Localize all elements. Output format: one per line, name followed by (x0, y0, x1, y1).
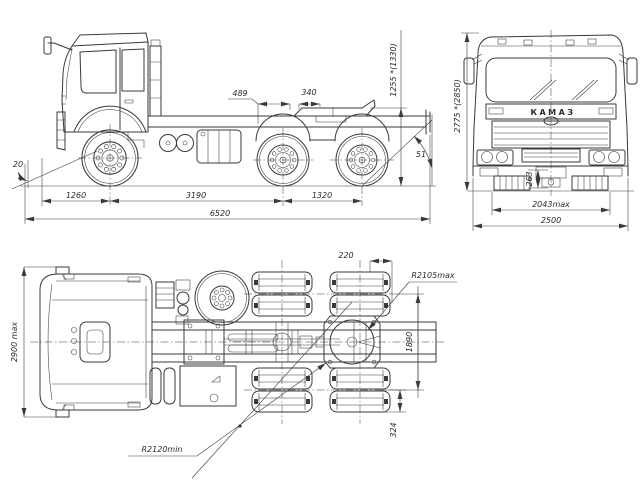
side-chassis (147, 39, 431, 164)
dim-overall-height: 2775 *(2850) (453, 79, 462, 133)
mounting-plate (183, 319, 225, 365)
brand-label: КАМАЗ (530, 108, 575, 117)
roof-hatch (79, 321, 111, 363)
front-cab: КАМАЗ (463, 30, 638, 196)
left-headlight (476, 149, 514, 166)
dim-340: 340 (301, 88, 316, 97)
dim-bogie-base: 1320 (312, 191, 332, 200)
front-view: КАМАЗ 2775 *(2850) 263 (453, 30, 638, 231)
dim-220: 220 (338, 251, 353, 260)
dim-radius-min: R2120min (141, 445, 182, 454)
side-height-dim: 1255 *(1330) (370, 30, 407, 186)
dim-fifth-wheel-height: 1255 *(1330) (389, 43, 398, 97)
top-fuel-tank (179, 365, 237, 407)
top-left-mirror (55, 266, 70, 275)
side-mirror (43, 36, 52, 55)
dim-cab-width: 2900 max (10, 322, 19, 363)
windshield (485, 57, 617, 103)
dim-overall-length: 6520 (210, 209, 230, 218)
side-top-dims: 489 340 (228, 88, 321, 124)
fifth-wheel (293, 99, 376, 117)
dim-approach-angle: 20 (13, 160, 23, 169)
side-bottom-dims: 1260 3190 1320 6520 (24, 135, 431, 224)
dim-263: 263 (525, 171, 534, 186)
side-view: 20 51 489 340 1255 *(1330) (11, 30, 436, 224)
exhaust-stack (149, 45, 162, 117)
top-right-mirror (55, 409, 70, 418)
dim-departure-angle: 51 (416, 150, 426, 159)
right-mirror (626, 57, 638, 85)
side-cab (43, 32, 149, 151)
dim-radius-max: R2105max (411, 271, 455, 280)
spare-wheel (194, 270, 250, 326)
dim-front-overhang: 1260 (66, 191, 86, 200)
side-angles: 20 51 (11, 114, 433, 190)
left-mirror (463, 57, 475, 85)
dim-wheelbase: 3190 (186, 191, 206, 200)
top-dims: 2900 max 220 R2105max 1890 324 R2120min (10, 251, 457, 479)
dim-rear-track: 1890 (405, 332, 414, 352)
front-dims: 2775 *(2850) 263 2043max 2500 (453, 32, 629, 231)
top-equipment (149, 270, 250, 407)
top-cab (39, 266, 153, 418)
dim-track-max: 2043max (532, 200, 570, 209)
top-view: 2900 max 220 R2105max 1890 324 R2120min (10, 251, 457, 479)
side-wheels (78, 124, 394, 206)
dim-overall-width: 2500 (541, 216, 561, 225)
right-headlight (588, 149, 626, 166)
wipers (529, 79, 599, 101)
dim-324: 324 (389, 422, 398, 437)
dim-489: 489 (232, 89, 247, 98)
